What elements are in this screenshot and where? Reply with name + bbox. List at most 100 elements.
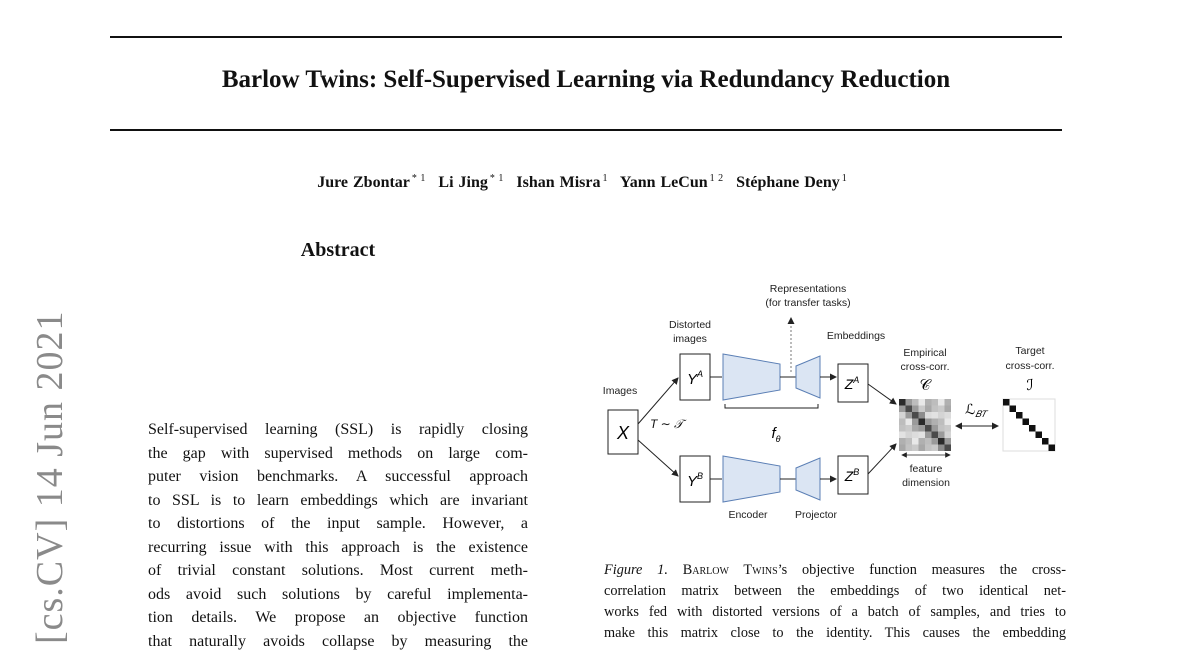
abstract-line: the gap with supervised methods on large…	[148, 442, 528, 466]
matrix-cell	[925, 438, 932, 445]
matrix-cell	[919, 399, 926, 406]
matrix-cell	[919, 432, 926, 439]
za-to-matrix-arrow	[868, 384, 896, 404]
matrix-cell	[912, 445, 919, 452]
matrix-cell	[938, 432, 945, 439]
projector-label: Projector	[795, 509, 838, 521]
abstract-line: puter vision benchmarks. A successful ap…	[148, 465, 528, 489]
c-label: 𝒞	[920, 377, 933, 394]
empirical-label: Empirical	[903, 347, 946, 359]
matrix-cell	[899, 412, 906, 419]
abstract-line: tion details. We propose an objective fu…	[148, 606, 528, 630]
matrix-cell	[906, 419, 913, 426]
matrix-cell	[932, 399, 939, 406]
target-identity-matrix	[1003, 399, 1055, 451]
matrix-cell	[912, 412, 919, 419]
matrix-cell	[938, 425, 945, 432]
matrix-cell	[912, 406, 919, 413]
identity-cell	[1042, 438, 1049, 445]
matrix-cell	[912, 438, 919, 445]
matrix-cell	[945, 419, 952, 426]
matrix-cell	[932, 432, 939, 439]
abstract-text: Self-supervised learning (SSL) is rapidl…	[148, 418, 528, 653]
author-name: Stéphane Deny	[736, 174, 840, 191]
matrix-cell	[945, 445, 952, 452]
matrix-cell	[925, 406, 932, 413]
abstract-line: of trivial constant solutions. Most curr…	[148, 559, 528, 583]
empirical-cross-corr-label: cross-corr.	[900, 361, 949, 373]
abstract-heading: Abstract	[148, 239, 528, 262]
matrix-cell	[925, 432, 932, 439]
identity-cell	[1003, 399, 1010, 406]
abstract-line: ods avoid such solutions by careful impl…	[148, 583, 528, 607]
identity-cell	[1010, 406, 1017, 413]
matrix-cell	[899, 419, 906, 426]
distorted-images-label: images	[673, 333, 707, 345]
matrix-cell	[938, 419, 945, 426]
images-label: Images	[603, 385, 637, 397]
matrix-cell	[932, 406, 939, 413]
author-affiliation: 1 2	[710, 173, 724, 184]
matrix-cell	[912, 432, 919, 439]
augmentation-label: T ∼ 𝒯	[650, 417, 687, 431]
encoder-a	[723, 354, 780, 400]
matrix-cell	[932, 412, 939, 419]
transfer-tasks-label: (for transfer tasks)	[765, 297, 850, 309]
f-theta-bracket	[725, 404, 818, 408]
matrix-cell	[932, 445, 939, 452]
matrix-cell	[938, 445, 945, 452]
author-name: Yann LeCun	[620, 174, 708, 191]
matrix-cell	[906, 445, 913, 452]
projector-b	[796, 458, 820, 500]
abstract-line: recurring issue with this approach is th…	[148, 536, 528, 560]
author-name: Jure Zbontar	[317, 174, 410, 191]
abstract-line: to SSL is to learn embeddings which are …	[148, 489, 528, 513]
matrix-cell	[932, 419, 939, 426]
matrix-cell	[899, 399, 906, 406]
matrix-cell	[938, 438, 945, 445]
identity-cell	[1023, 419, 1030, 426]
identity-cell	[1016, 412, 1023, 419]
matrix-cell	[906, 432, 913, 439]
author-affiliation: 1	[842, 173, 847, 184]
branch-arrow-b	[638, 440, 678, 476]
caption-line: works fed with distorted versions of a b…	[604, 602, 1066, 623]
matrix-cell	[919, 419, 926, 426]
matrix-cell	[906, 425, 913, 432]
matrix-cell	[919, 412, 926, 419]
matrix-cell	[925, 412, 932, 419]
matrix-cell	[912, 419, 919, 426]
matrix-cell	[919, 445, 926, 452]
f-theta-label: fθ	[771, 425, 780, 444]
x-label: X	[616, 423, 630, 443]
matrix-cell	[932, 425, 939, 432]
matrix-cell	[899, 425, 906, 432]
i-label: ℐ	[1026, 377, 1033, 394]
bottom-rule	[110, 129, 1062, 131]
matrix-cell	[945, 406, 952, 413]
author-affiliation: * 1	[412, 173, 426, 184]
feature-label: feature	[910, 463, 943, 475]
matrix-cell	[912, 399, 919, 406]
figure-caption: Figure 1. Barlow Twins’s objective funct…	[604, 560, 1066, 644]
author-name: Ishan Misra	[516, 174, 600, 191]
projector-a	[796, 356, 820, 398]
matrix-cell	[945, 412, 952, 419]
dimension-label: dimension	[902, 477, 950, 489]
matrix-cell	[912, 425, 919, 432]
abstract-line: that naturally avoids collapse by measur…	[148, 630, 528, 653]
identity-cell	[1029, 425, 1036, 432]
target-label: Target	[1015, 345, 1044, 357]
matrix-cell	[906, 406, 913, 413]
matrix-cell	[899, 432, 906, 439]
abstract-line: to distortions of the input sample. Howe…	[148, 512, 528, 536]
arxiv-identifier: [cs.CV] 14 Jun 2021	[28, 310, 72, 644]
matrix-cell	[945, 438, 952, 445]
caption-line: correlation matrix between the embedding…	[604, 581, 1066, 602]
matrix-cell	[945, 425, 952, 432]
matrix-cell	[906, 399, 913, 406]
matrix-cell	[945, 432, 952, 439]
paper-title: Barlow Twins: Self-Supervised Learning v…	[110, 66, 1062, 94]
caption-line-rest: ’s objective function measures the cross…	[778, 562, 1066, 578]
